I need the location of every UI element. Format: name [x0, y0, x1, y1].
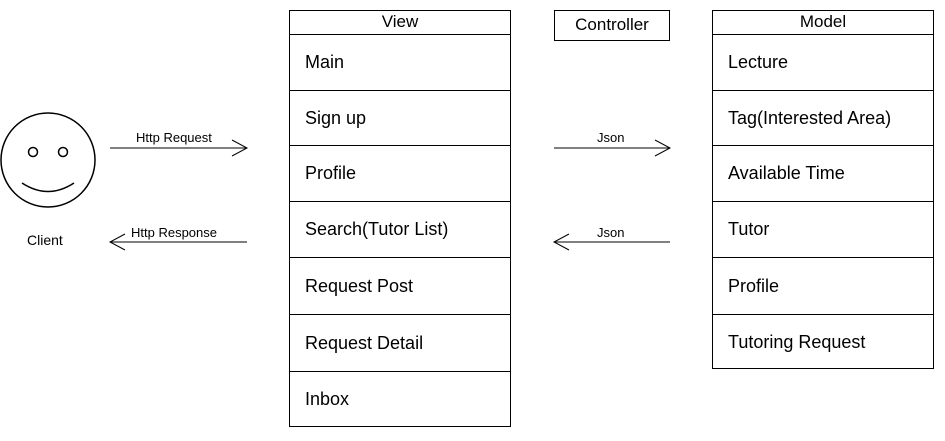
- view-item: Main: [290, 34, 510, 90]
- smiley-face-icon: [0, 112, 96, 208]
- model-item: Profile: [713, 257, 933, 314]
- controller-title: Controller: [554, 10, 670, 41]
- view-item: Request Post: [290, 257, 510, 314]
- view-item: Sign up: [290, 90, 510, 145]
- model-item: Available Time: [713, 145, 933, 201]
- view-item: Request Detail: [290, 314, 510, 371]
- json-from-model-arrow: [552, 233, 670, 251]
- view-item-label: Sign up: [305, 107, 367, 128]
- client-label: Client: [27, 232, 63, 248]
- model-item-label: Profile: [728, 275, 780, 296]
- view-item-label: Main: [305, 52, 345, 72]
- model-item: Tag(Interested Area): [713, 90, 933, 145]
- view-item-label: Inbox: [305, 389, 350, 409]
- model-item: Lecture: [713, 34, 933, 90]
- view-item-label: Search(Tutor List): [305, 219, 449, 239]
- view-item: Inbox: [290, 371, 510, 427]
- json-to-model-arrow: [554, 139, 672, 157]
- http-response-label: Http Response: [131, 225, 217, 240]
- model-item: Tutoring Request: [713, 314, 933, 369]
- view-item: Profile: [290, 145, 510, 201]
- http-response-arrow: [108, 233, 247, 251]
- model-item-label: Available Time: [728, 163, 845, 183]
- http-request-label: Http Request: [136, 130, 212, 145]
- view-item-label: Profile: [305, 163, 357, 183]
- view-item-label: Request Post: [305, 275, 414, 296]
- view-item-label: Request Detail: [305, 332, 424, 353]
- model-title: Model: [712, 10, 934, 35]
- model-item-label: Tutoring Request: [728, 331, 866, 352]
- model-item-label: Tag(Interested Area): [728, 107, 892, 128]
- model-item-label: Lecture: [728, 52, 789, 72]
- model-item-label: Tutor: [728, 219, 770, 239]
- json-request-label: Json: [597, 130, 625, 145]
- view-title: View: [289, 10, 511, 35]
- json-response-label: Json: [597, 225, 625, 240]
- http-request-arrow: [110, 139, 249, 157]
- view-item: Search(Tutor List): [290, 201, 510, 257]
- model-item: Tutor: [713, 201, 933, 257]
